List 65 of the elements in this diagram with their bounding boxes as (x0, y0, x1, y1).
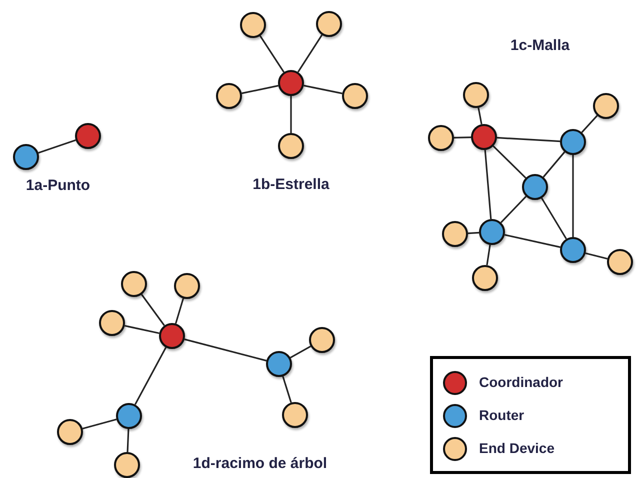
connector-line (585, 252, 608, 260)
connector-line (174, 298, 184, 324)
legend-text: Router (479, 407, 524, 423)
router-node (560, 237, 586, 263)
end-device-node (428, 125, 454, 151)
end-device-node (57, 419, 83, 445)
end-device-node (114, 452, 140, 478)
connector-line (581, 115, 598, 133)
end-device-node (278, 133, 304, 159)
connector-line (242, 84, 278, 94)
connector-line (542, 151, 566, 178)
topology-title: 1c-Malla (510, 37, 570, 54)
end-device-node (442, 221, 468, 247)
topology-title: 1d-racimo de árbol (192, 455, 328, 472)
connector-line (496, 136, 560, 142)
connector-line (572, 155, 574, 237)
legend-text: Coordinador (479, 374, 563, 390)
legend-text: End Device (479, 440, 554, 456)
router-node (116, 403, 142, 429)
connector-line (141, 294, 165, 326)
end-device-node (282, 402, 308, 428)
router-node (522, 174, 548, 200)
connector-line (184, 338, 267, 362)
end-device-node (607, 249, 633, 275)
end-device-node (463, 82, 489, 108)
connector-line (304, 84, 342, 94)
connector-line (454, 136, 472, 138)
connector-line (500, 196, 527, 224)
coordinator-node (278, 70, 304, 96)
connector-line (492, 146, 526, 178)
router-node (266, 351, 292, 377)
connector-line (134, 347, 167, 405)
connector-line (504, 234, 560, 248)
connector-line (541, 198, 567, 240)
connector-line (478, 108, 482, 124)
end-device-node (174, 273, 200, 299)
router-node (560, 129, 586, 155)
connector-line (290, 96, 292, 133)
topology-title: 1b-Estrella (252, 176, 330, 193)
end-device-node (121, 271, 147, 297)
end-device-node (472, 265, 498, 291)
topology-title: 1a-Punto (26, 177, 90, 194)
connector-line (468, 232, 480, 234)
coordinator-node (75, 123, 101, 149)
connector-line (38, 139, 76, 154)
connector-line (484, 150, 492, 220)
end-device-node (309, 327, 335, 353)
connector-line (297, 34, 323, 72)
end-device-node (593, 93, 619, 119)
end-device-node (240, 12, 266, 38)
connector-line (282, 376, 292, 403)
connector-line (486, 244, 491, 266)
router-node (13, 144, 39, 170)
connector-line (259, 35, 285, 73)
end-device-node (316, 11, 342, 37)
end-device-node (216, 83, 242, 109)
connector-line (82, 418, 117, 430)
coordinator-node (471, 124, 497, 150)
coordinator-node (159, 323, 185, 349)
router-node (479, 219, 505, 245)
end-device-node (99, 310, 125, 336)
connector-line (124, 324, 160, 334)
connector-line (126, 428, 130, 452)
end-device-node (342, 83, 368, 109)
connector-line (290, 346, 312, 358)
